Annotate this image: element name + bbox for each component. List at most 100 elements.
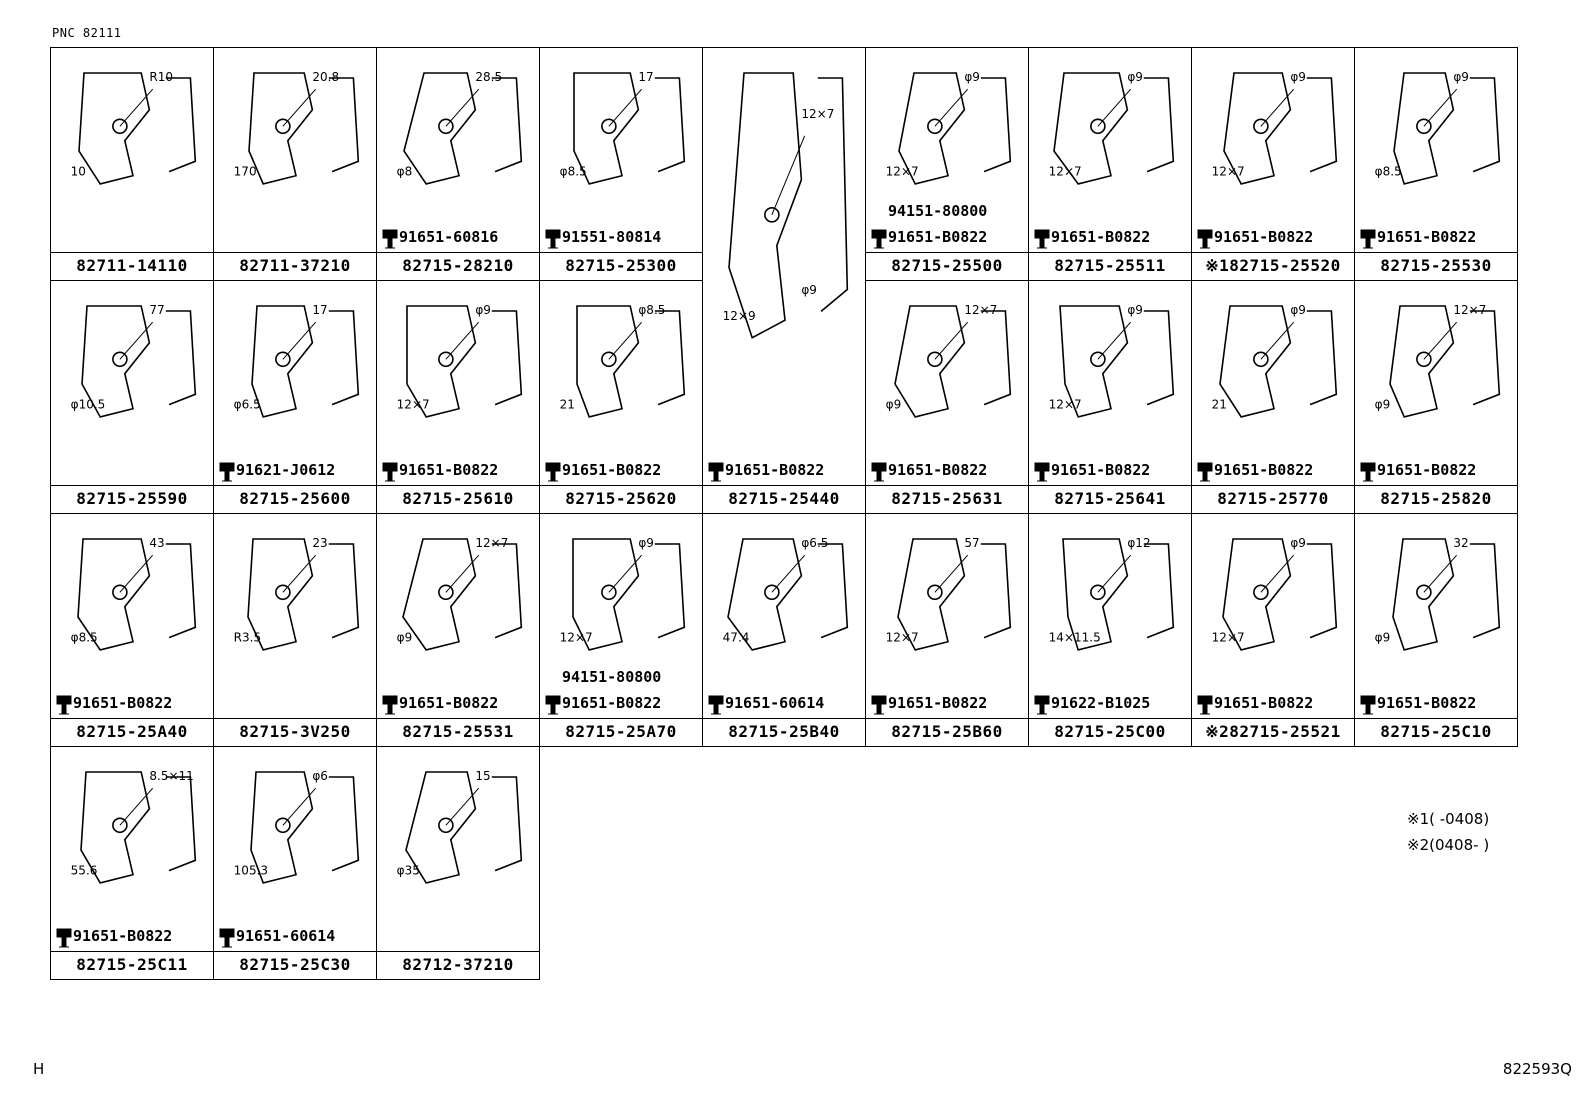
bolt-part-number: 91651-B0822 xyxy=(888,461,988,479)
part-drawing xyxy=(247,538,360,651)
dimension-label: φ9 xyxy=(1290,536,1306,550)
bolt-part-number: 91621-J0612 xyxy=(236,461,336,479)
bolt-icon xyxy=(219,928,235,948)
bolt-icon xyxy=(545,462,561,482)
part-number-label: 82715-25440 xyxy=(703,485,865,513)
dimension-label: 12×7 xyxy=(1453,303,1486,317)
dimension-label: φ9 xyxy=(1127,70,1143,84)
dimension-label: φ9 xyxy=(1453,70,1469,84)
part-drawing xyxy=(897,538,1012,651)
dimension-label: 12×9 xyxy=(723,309,756,323)
bolt-part-number: 91651-B0822 xyxy=(1214,461,1314,479)
dimension-label: 28.5 xyxy=(475,70,502,84)
part-drawing xyxy=(251,305,360,418)
part-drawing xyxy=(1223,72,1338,185)
part-number-label: 82715-25820 xyxy=(1355,485,1517,513)
part-illustration: 12×712×9φ9 xyxy=(708,72,849,482)
part-drawing xyxy=(1219,305,1338,418)
bolt-part-number: 91551-80814 xyxy=(562,228,662,246)
dimension-label: 12×7 xyxy=(1212,165,1245,179)
dimension-label: R10 xyxy=(149,70,173,84)
part-illustration: 12×7 φ9 xyxy=(1360,303,1501,482)
dimension-label: φ6.5 xyxy=(234,398,261,412)
part-illustration: φ9 12×7 xyxy=(1034,70,1175,249)
bolt-part-number: 91651-B0822 xyxy=(1051,228,1151,246)
part-number-label: 82715-25631 xyxy=(866,485,1028,513)
part-number-label: 82715-25B60 xyxy=(866,718,1028,746)
part-number-label: ※182715-25520 xyxy=(1192,252,1354,280)
part-illustration: 28.5φ8 xyxy=(382,70,523,249)
dimension-label: 23 xyxy=(312,536,327,550)
part-number-label: 82715-25A40 xyxy=(51,718,213,746)
dimension-label: 21 xyxy=(560,398,575,412)
part-drawing xyxy=(1393,72,1501,185)
part-number-label: 82715-25A70 xyxy=(540,718,702,746)
part-number-label: 82715-25500 xyxy=(866,252,1028,280)
part-number-label: 82715-25530 xyxy=(1355,252,1517,280)
dimension-label: φ9 xyxy=(1375,398,1391,412)
dimension-label: φ9 xyxy=(1127,303,1143,317)
bolt-part-number: 91651-B0822 xyxy=(1377,461,1477,479)
part-number-label: 82715-25590 xyxy=(51,485,213,513)
dimension-label: φ9 xyxy=(801,283,817,297)
part-number-label: 82715-25300 xyxy=(540,252,702,280)
bolt-part-number: 91651-B0822 xyxy=(1377,694,1477,712)
dimension-label: φ8.5 xyxy=(71,631,98,645)
part-cell: 12×7 φ9 91651-B0822 82715-25820 xyxy=(1354,280,1518,514)
dimension-label: 12×7 xyxy=(964,303,997,317)
part-drawing xyxy=(1222,538,1338,651)
part-drawing xyxy=(250,771,360,884)
bolt-icon xyxy=(708,695,724,715)
bolt-icon xyxy=(382,462,398,482)
part-number-label: 82711-14110 xyxy=(51,252,213,280)
bolt-icon xyxy=(708,462,724,482)
part-drawing xyxy=(894,305,1012,418)
dimension-label: φ8.5 xyxy=(638,303,665,317)
part-number-label: ※282715-25521 xyxy=(1192,718,1354,746)
section-letter: H xyxy=(33,1060,45,1078)
dimension-label: φ6 xyxy=(312,769,328,783)
bolt-icon xyxy=(1360,229,1376,249)
part-number-label: 82715-28210 xyxy=(377,252,539,280)
dimension-label: φ9 xyxy=(475,303,491,317)
footnote-2: ※2(0408- ) xyxy=(1407,836,1490,854)
dimension-label: φ9 xyxy=(397,631,413,645)
dimension-label: φ9 xyxy=(1290,70,1306,84)
part-illustration: φ8.5 21 xyxy=(545,303,686,482)
bolt-part-number: 91651-B0822 xyxy=(888,228,988,246)
part-number-label: 82715-25B40 xyxy=(703,718,865,746)
dimension-label: 47.4 xyxy=(723,631,750,645)
diagram-id: 822593Q xyxy=(1502,1060,1572,1078)
bolt-part-number: 91651-B0822 xyxy=(399,694,499,712)
dimension-label: φ9 xyxy=(964,70,980,84)
part-number-label: 82715-25C10 xyxy=(1355,718,1517,746)
bolt-part-number: 91651-B0822 xyxy=(399,461,499,479)
bolt-part-number: 91651-B0822 xyxy=(888,694,988,712)
dimension-label: φ12 xyxy=(1127,536,1150,550)
dimension-label: 12×7 xyxy=(1049,398,1082,412)
dimension-label: φ6.5 xyxy=(801,536,828,550)
dimension-label: 57 xyxy=(964,536,979,550)
part-number-label: 82715-25600 xyxy=(214,485,376,513)
part-illustration: φ6.5 47.4 xyxy=(708,536,849,715)
dimension-label: 12×7 xyxy=(1049,165,1082,179)
